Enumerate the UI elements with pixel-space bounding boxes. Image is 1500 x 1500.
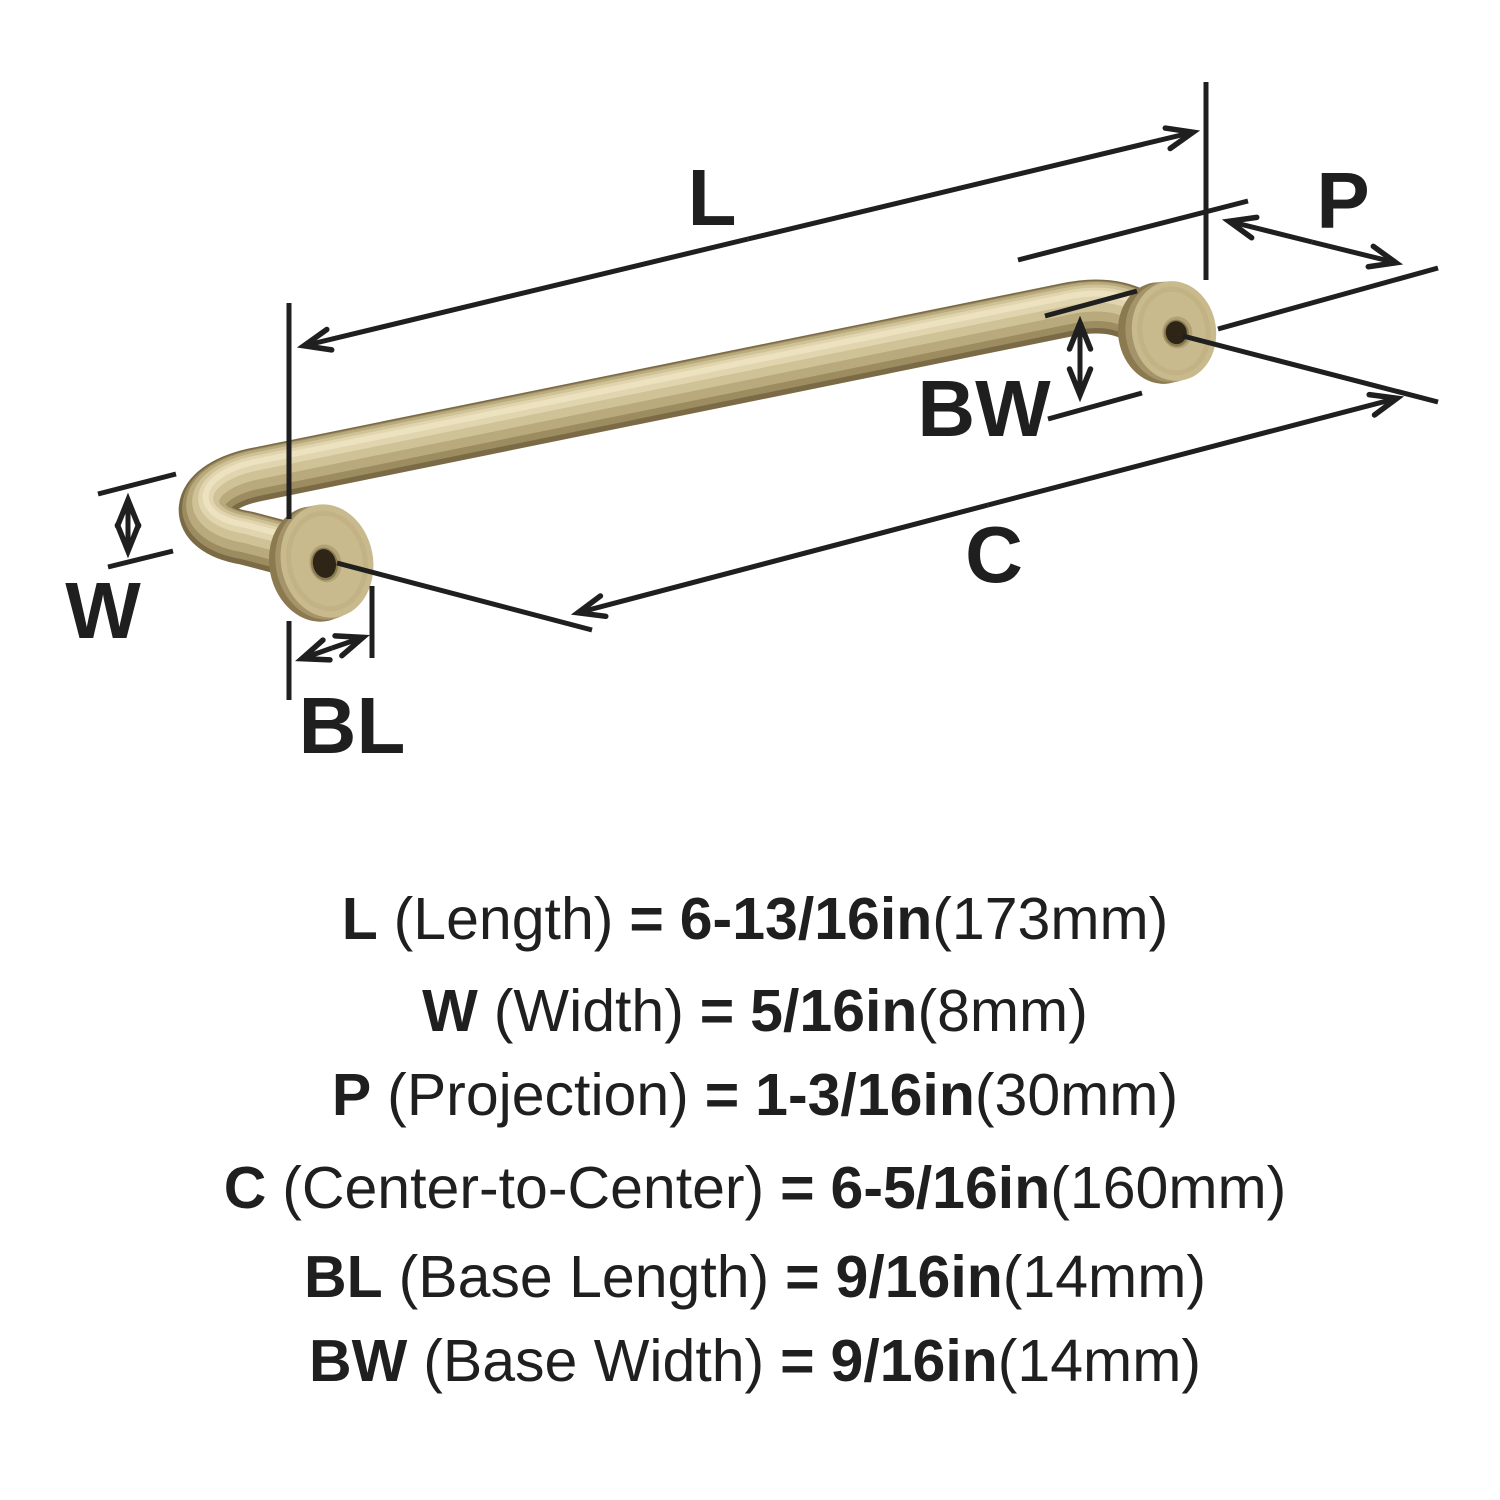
legend-row-base-width: BW(Base Width)=9/16in(14mm) <box>0 1329 1500 1393</box>
legend-equals: = <box>704 1062 740 1128</box>
right-screw-hole <box>1165 321 1187 345</box>
dimension-center-to-center: C <box>336 333 1439 633</box>
legend-equals: = <box>785 1244 820 1310</box>
legend-metric: (30mm) <box>974 1062 1179 1128</box>
legend-name: (Projection) <box>387 1062 689 1128</box>
length-arrow-right <box>747 125 1201 242</box>
width-tick-top <box>97 471 177 497</box>
legend-abbr: W <box>422 978 478 1044</box>
legend-name: (Length) <box>393 886 614 952</box>
left-screw-hole <box>312 549 337 578</box>
dimension-length: L <box>286 82 1209 700</box>
legend-abbr: BW <box>309 1328 408 1394</box>
center-to-center-label: C <box>965 510 1023 599</box>
legend-row-base-length: BL(Base Length)=9/16in(14mm) <box>0 1245 1500 1309</box>
projection-arrow-right <box>1311 239 1404 270</box>
legend-value: 6-13/16in <box>679 886 933 952</box>
legend-abbr: C <box>223 1155 267 1221</box>
legend-equals: = <box>780 1328 815 1394</box>
left-mounting-base <box>268 504 374 622</box>
center-arrow-left <box>570 502 989 620</box>
dimension-base-width: BW <box>917 288 1143 453</box>
right-mounting-base <box>1117 281 1217 384</box>
legend-metric: (173mm) <box>932 886 1169 952</box>
base-length-arrow-right <box>331 633 370 659</box>
legend-metric: (14mm) <box>997 1328 1201 1394</box>
base-length-arrow-left <box>295 637 333 663</box>
legend-row-length: L(Length)=6-13/16in(173mm) <box>0 887 1500 951</box>
length-label: L <box>688 153 737 242</box>
legend-name: (Width) <box>493 978 684 1044</box>
legend-metric: (8mm) <box>917 978 1088 1044</box>
projection-label: P <box>1316 156 1369 245</box>
legend-name: (Center-to-Center) <box>282 1155 765 1221</box>
base-width-tick-top <box>1044 288 1138 319</box>
legend-value: 9/16in <box>835 1244 1003 1310</box>
legend-value: 6-5/16in <box>830 1155 1051 1221</box>
width-tick-bottom <box>107 548 174 570</box>
legend-abbr: L <box>341 886 378 952</box>
right-base-ring <box>1137 286 1211 376</box>
legend-name: (Base Length) <box>398 1244 770 1310</box>
legend-equals: = <box>699 978 735 1044</box>
projection-reference-front <box>1017 198 1249 263</box>
legend-row-width: W(Width)=5/16in(8mm) <box>0 979 1500 1043</box>
dimension-base-length: BL <box>295 586 406 770</box>
legend-value: 5/16in <box>750 978 918 1044</box>
legend-name: (Base Width) <box>423 1328 765 1394</box>
legend-equals: = <box>780 1155 815 1221</box>
legend-value: 1-3/16in <box>755 1062 975 1128</box>
legend-row-center-to-center: C(Center-to-Center)=6-5/16in(160mm) <box>0 1156 1500 1220</box>
legend-abbr: BL <box>304 1244 383 1310</box>
pull-handle <box>178 279 1217 622</box>
handle-dimension-diagram: L P BW C <box>65 82 1439 770</box>
left-base-ring <box>286 510 368 612</box>
legend-abbr: P <box>331 1062 372 1128</box>
width-label: W <box>65 566 141 655</box>
legend-metric: (160mm) <box>1050 1155 1287 1221</box>
dimension-width: W <box>65 471 177 655</box>
base-width-label: BW <box>917 364 1051 453</box>
center-extension-left <box>336 560 593 633</box>
length-arrow-left <box>296 236 749 353</box>
legend-equals: = <box>629 886 664 952</box>
legend-row-projection: P(Projection)=1-3/16in(30mm) <box>0 1063 1500 1127</box>
dimension-projection: P <box>1017 156 1439 332</box>
base-width-tick-bottom <box>1047 390 1143 422</box>
projection-arrow-left <box>1221 214 1313 245</box>
projection-reference-wall <box>1217 265 1439 332</box>
center-extension-right <box>1182 333 1439 405</box>
legend-value: 9/16in <box>830 1328 998 1394</box>
center-arrow-right <box>987 391 1405 508</box>
legend-metric: (14mm) <box>1002 1244 1206 1310</box>
base-length-label: BL <box>299 681 406 770</box>
